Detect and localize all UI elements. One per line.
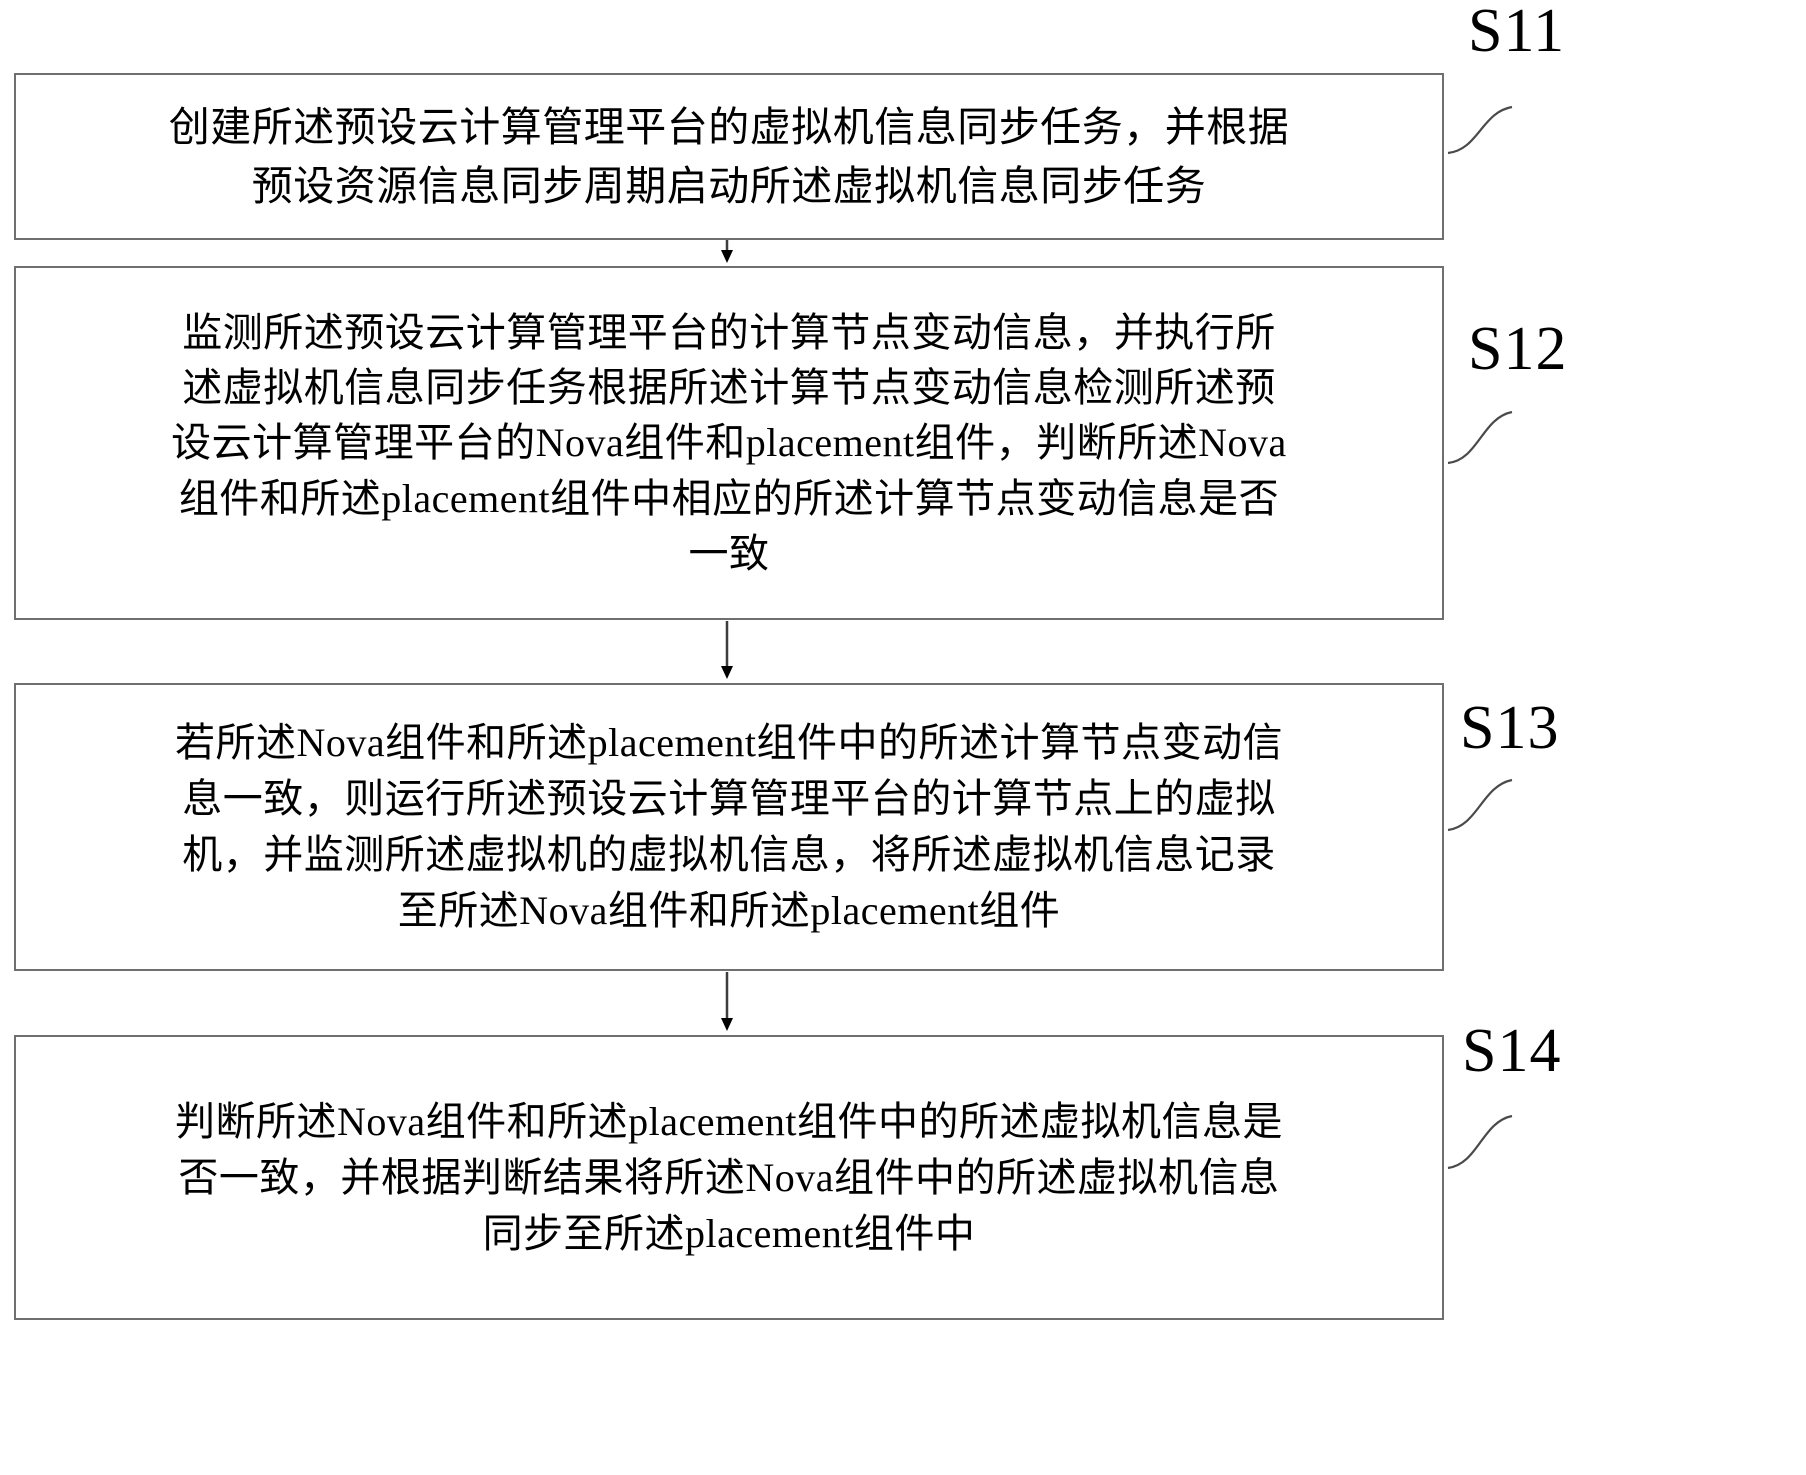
flow-node-s13-text: 若所述Nova组件和所述placement组件中的所述计算节点变动信 息一致，则… [175, 720, 1283, 933]
flow-node-s11: 创建所述预设云计算管理平台的虚拟机信息同步任务，并根据 预设资源信息同步周期启动… [14, 73, 1444, 240]
step-label-s13: S13 [1460, 694, 1560, 762]
flow-node-s12-text: 监测所述预设云计算管理平台的计算节点变动信息，并执行所 述虚拟机信息同步任务根据… [171, 310, 1287, 576]
leader-line-s11 [1447, 105, 1513, 155]
flow-node-s14-text: 判断所述Nova组件和所述placement组件中的所述虚拟机信息是 否一致，并… [175, 1098, 1283, 1256]
step-label-s12: S12 [1468, 315, 1568, 383]
leader-line-s13 [1447, 778, 1513, 832]
step-label-s14: S14 [1462, 1017, 1562, 1085]
leader-line-s14 [1447, 1114, 1513, 1170]
leader-line-s12 [1447, 410, 1513, 465]
flow-node-s12: 监测所述预设云计算管理平台的计算节点变动信息，并执行所 述虚拟机信息同步任务根据… [14, 266, 1444, 620]
flow-node-s11-text: 创建所述预设云计算管理平台的虚拟机信息同步任务，并根据 预设资源信息同步周期启动… [168, 104, 1290, 209]
flow-node-s13: 若所述Nova组件和所述placement组件中的所述计算节点变动信 息一致，则… [14, 683, 1444, 971]
flow-node-s14: 判断所述Nova组件和所述placement组件中的所述虚拟机信息是 否一致，并… [14, 1035, 1444, 1320]
step-label-s11: S11 [1468, 0, 1566, 65]
